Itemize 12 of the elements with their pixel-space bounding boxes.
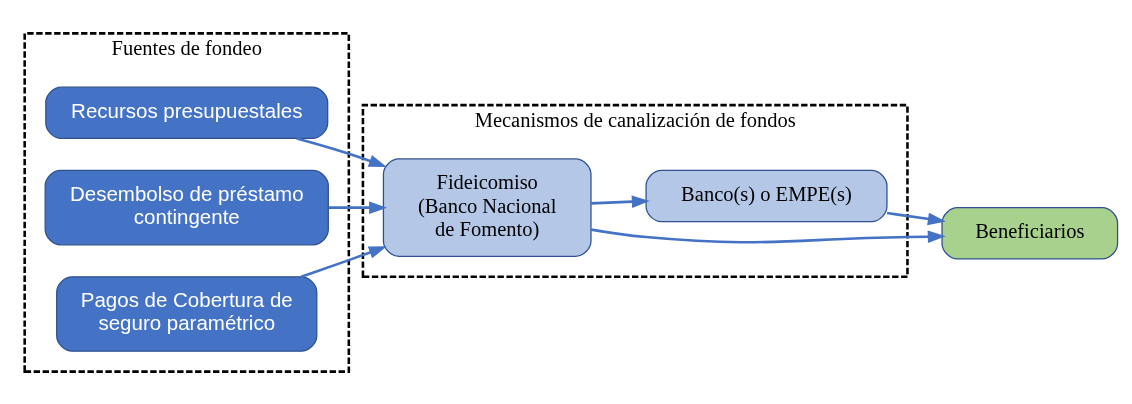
arrow [590, 227, 946, 244]
arrow [328, 200, 388, 214]
node-box: Desembolso de préstamo contingente [44, 169, 329, 245]
node-box: Banco(s) o EMPE(s) [645, 169, 888, 222]
node-box: Recursos presupuestales [45, 86, 329, 139]
node-box: Beneficiarios [941, 206, 1119, 259]
node-box: Pagos de Cobertura de seguro paramétrico [56, 275, 318, 352]
arrow [886, 211, 946, 225]
arrow [591, 194, 650, 208]
arrow [296, 136, 387, 167]
arrow [300, 245, 387, 278]
node-box: Fideicomiso (Banco Nacional de Fomento) [382, 157, 592, 257]
